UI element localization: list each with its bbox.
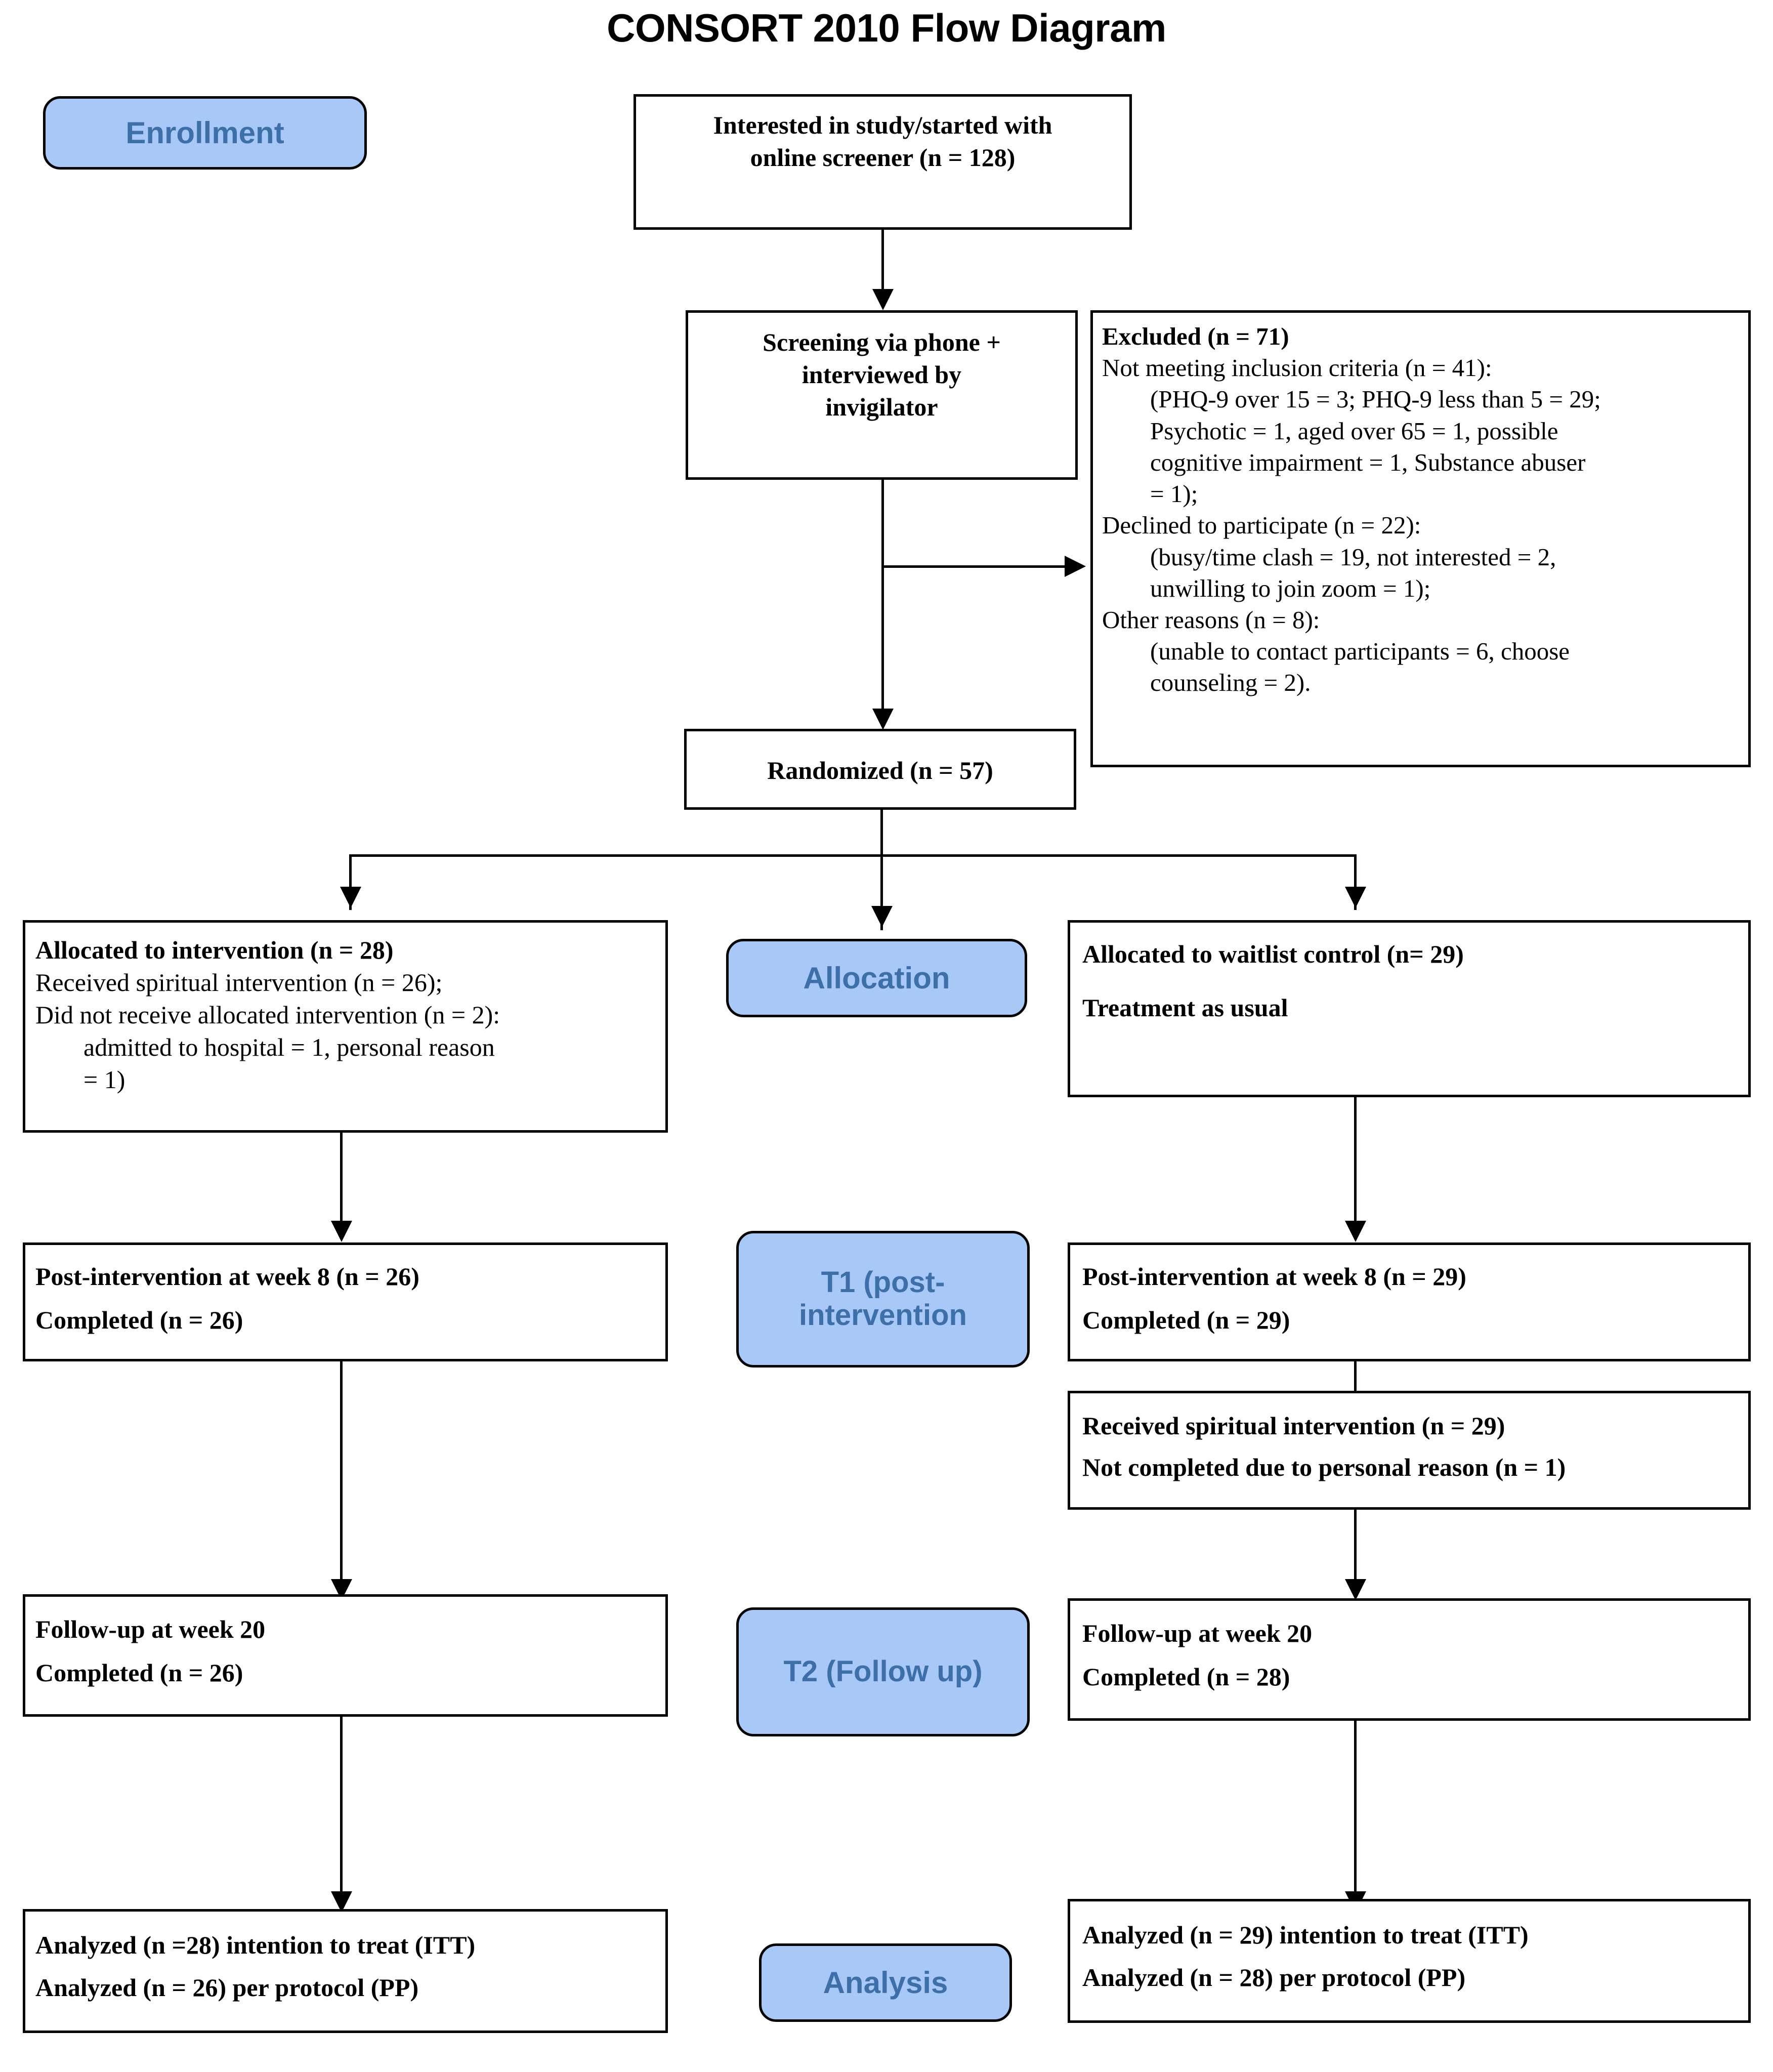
box-interested-in-study: Interested in study/started with online …: [634, 94, 1132, 230]
excluded-line-2: (PHQ-9 over 15 = 3; PHQ-9 less than 5 = …: [1150, 385, 1601, 413]
alloc-waitlist-heading: Allocated to waitlist control (n= 29): [1082, 940, 1464, 968]
post-right-line-2: Completed (n = 29): [1082, 1306, 1290, 1334]
post-right-line-1: Post-intervention at week 8 (n = 29): [1082, 1262, 1466, 1291]
excluded-line-4: cognitive impairment = 1, Substance abus…: [1150, 448, 1586, 476]
box-analyzed-right: Analyzed (n = 29) intention to treat (IT…: [1068, 1899, 1751, 2023]
connector-branch-left: [349, 854, 352, 910]
arrowhead-left-alloc-to-post: [331, 1221, 352, 1242]
stage-badge-t1: T1 (post-intervention: [736, 1231, 1030, 1367]
alloc-intervention-line-3: admitted to hospital = 1, personal reaso…: [83, 1033, 495, 1061]
excluded-line-3: Psychotic = 1, aged over 65 = 1, possibl…: [1150, 417, 1558, 445]
box-excluded: Excluded (n = 71) Not meeting inclusion …: [1090, 310, 1751, 767]
stage-badge-analysis: Analysis: [759, 1943, 1012, 2022]
alloc-intervention-heading: Allocated to intervention (n = 28): [35, 936, 394, 964]
connector-randomized-branch-bar: [349, 854, 1356, 857]
alloc-intervention-line-4: = 1): [83, 1065, 125, 1094]
screening-line-3: invigilator: [825, 393, 938, 421]
followup-left-spacer: [35, 1645, 655, 1656]
box-followup-left: Follow-up at week 20 Completed (n = 26): [23, 1594, 668, 1717]
alloc-intervention-line-2: Did not receive allocated intervention (…: [35, 1001, 500, 1029]
box-analyzed-left: Analyzed (n =28) intention to treat (ITT…: [23, 1909, 668, 2033]
interested-line-2: online screener (n = 128): [750, 143, 1016, 172]
box-screening: Screening via phone + interviewed by inv…: [686, 310, 1078, 480]
post-left-spacer: [35, 1293, 655, 1304]
followup-left-line-2: Completed (n = 26): [35, 1659, 243, 1687]
received-right-spacer: [1082, 1442, 1736, 1451]
connector-left-followup-to-analysis: [340, 1717, 343, 1894]
arrowhead-branch-right: [1345, 887, 1366, 908]
arrowhead-right-alloc-to-post: [1345, 1221, 1366, 1242]
stage-badge-enrollment: Enrollment: [43, 96, 367, 170]
screening-line-1: Screening via phone +: [763, 328, 1001, 356]
excluded-line-8: unwilling to join zoom = 1);: [1150, 574, 1431, 602]
box-followup-right: Follow-up at week 20 Completed (n = 28): [1068, 1598, 1751, 1721]
received-right-line-1: Received spiritual intervention (n = 29): [1082, 1412, 1505, 1440]
analyzed-right-line-2: Analyzed (n = 28) per protocol (PP): [1082, 1963, 1466, 1992]
connector-right-alloc-to-post: [1354, 1097, 1357, 1224]
arrowhead-right-received-to-followup: [1345, 1579, 1366, 1600]
alloc-waitlist-line-1: Treatment as usual: [1082, 993, 1288, 1022]
connector-randomized-stem: [880, 810, 883, 856]
analyzed-right-line-1: Analyzed (n = 29) intention to treat (IT…: [1082, 1921, 1529, 1949]
excluded-line-10: (unable to contact participants = 6, cho…: [1150, 637, 1570, 666]
connector-right-received-to-followup: [1354, 1510, 1357, 1582]
connector-branch-right: [1354, 854, 1357, 910]
analyzed-left-line-1: Analyzed (n =28) intention to treat (ITT…: [35, 1931, 476, 1959]
excluded-line-7: (busy/time clash = 19, not interested = …: [1150, 543, 1556, 571]
excluded-line-5: = 1);: [1150, 480, 1198, 508]
excluded-heading: Excluded (n = 71): [1102, 322, 1289, 350]
alloc-waitlist-spacer: [1082, 970, 1736, 991]
arrowhead-branch-left: [340, 887, 361, 908]
excluded-line-6: Declined to participate (n = 22):: [1102, 511, 1421, 540]
post-left-line-2: Completed (n = 26): [35, 1306, 243, 1334]
stage-label-enrollment: Enrollment: [125, 115, 284, 150]
connector-left-alloc-to-post: [340, 1133, 343, 1224]
received-right-line-2: Not completed due to personal reason (n …: [1082, 1453, 1566, 1481]
connector-left-post-to-followup: [340, 1361, 343, 1582]
stage-label-t1: T1 (post-intervention: [799, 1266, 967, 1332]
arrowhead-screening-to-excluded: [1065, 556, 1086, 577]
page-title: CONSORT 2010 Flow Diagram: [607, 6, 1166, 50]
post-right-spacer: [1082, 1293, 1736, 1304]
analyzed-left-spacer: [35, 1961, 655, 1971]
analyzed-left-line-2: Analyzed (n = 26) per protocol (PP): [35, 1973, 419, 2002]
excluded-line-1: Not meeting inclusion criteria (n = 41):: [1102, 354, 1492, 382]
connector-screening-to-excluded: [881, 565, 1066, 568]
stage-label-analysis: Analysis: [823, 1965, 948, 2000]
box-allocated-waitlist: Allocated to waitlist control (n= 29) Tr…: [1068, 920, 1751, 1097]
box-allocated-intervention: Allocated to intervention (n = 28) Recei…: [23, 920, 668, 1133]
stage-badge-t2: T2 (Follow up): [736, 1607, 1030, 1736]
screening-line-2: interviewed by: [801, 360, 962, 389]
box-randomized: Randomized (n = 57): [684, 729, 1076, 810]
box-post-intervention-right: Post-intervention at week 8 (n = 29) Com…: [1068, 1242, 1751, 1361]
connector-screening-to-randomized: [881, 480, 884, 713]
followup-left-line-1: Follow-up at week 20: [35, 1615, 266, 1643]
stage-badge-allocation: Allocation: [726, 939, 1027, 1017]
connector-interested-to-screening: [881, 230, 884, 291]
connector-branch-center: [880, 854, 883, 930]
arrowhead-interested-to-screening: [872, 289, 894, 310]
connector-right-followup-to-analysis: [1354, 1721, 1357, 1894]
followup-right-line-2: Completed (n = 28): [1082, 1663, 1290, 1691]
excluded-line-9: Other reasons (n = 8):: [1102, 605, 1320, 634]
connector-post-right-to-received: [1354, 1361, 1357, 1393]
randomized-line-1: Randomized (n = 57): [767, 756, 993, 784]
arrowhead-branch-center: [871, 906, 893, 927]
followup-right-line-1: Follow-up at week 20: [1082, 1619, 1313, 1647]
alloc-intervention-line-1: Received spiritual intervention (n = 26)…: [35, 968, 443, 997]
arrowhead-screening-to-randomized: [872, 709, 894, 730]
analyzed-right-spacer: [1082, 1951, 1736, 1961]
stage-label-allocation: Allocation: [803, 961, 950, 995]
followup-right-spacer: [1082, 1649, 1736, 1661]
post-left-line-1: Post-intervention at week 8 (n = 26): [35, 1262, 419, 1291]
box-post-intervention-left: Post-intervention at week 8 (n = 26) Com…: [23, 1242, 668, 1361]
excluded-line-11: counseling = 2).: [1150, 669, 1311, 697]
box-received-spiritual-right: Received spiritual intervention (n = 29)…: [1068, 1391, 1751, 1510]
stage-label-t2: T2 (Follow up): [783, 1655, 983, 1688]
interested-line-1: Interested in study/started with: [713, 111, 1052, 139]
